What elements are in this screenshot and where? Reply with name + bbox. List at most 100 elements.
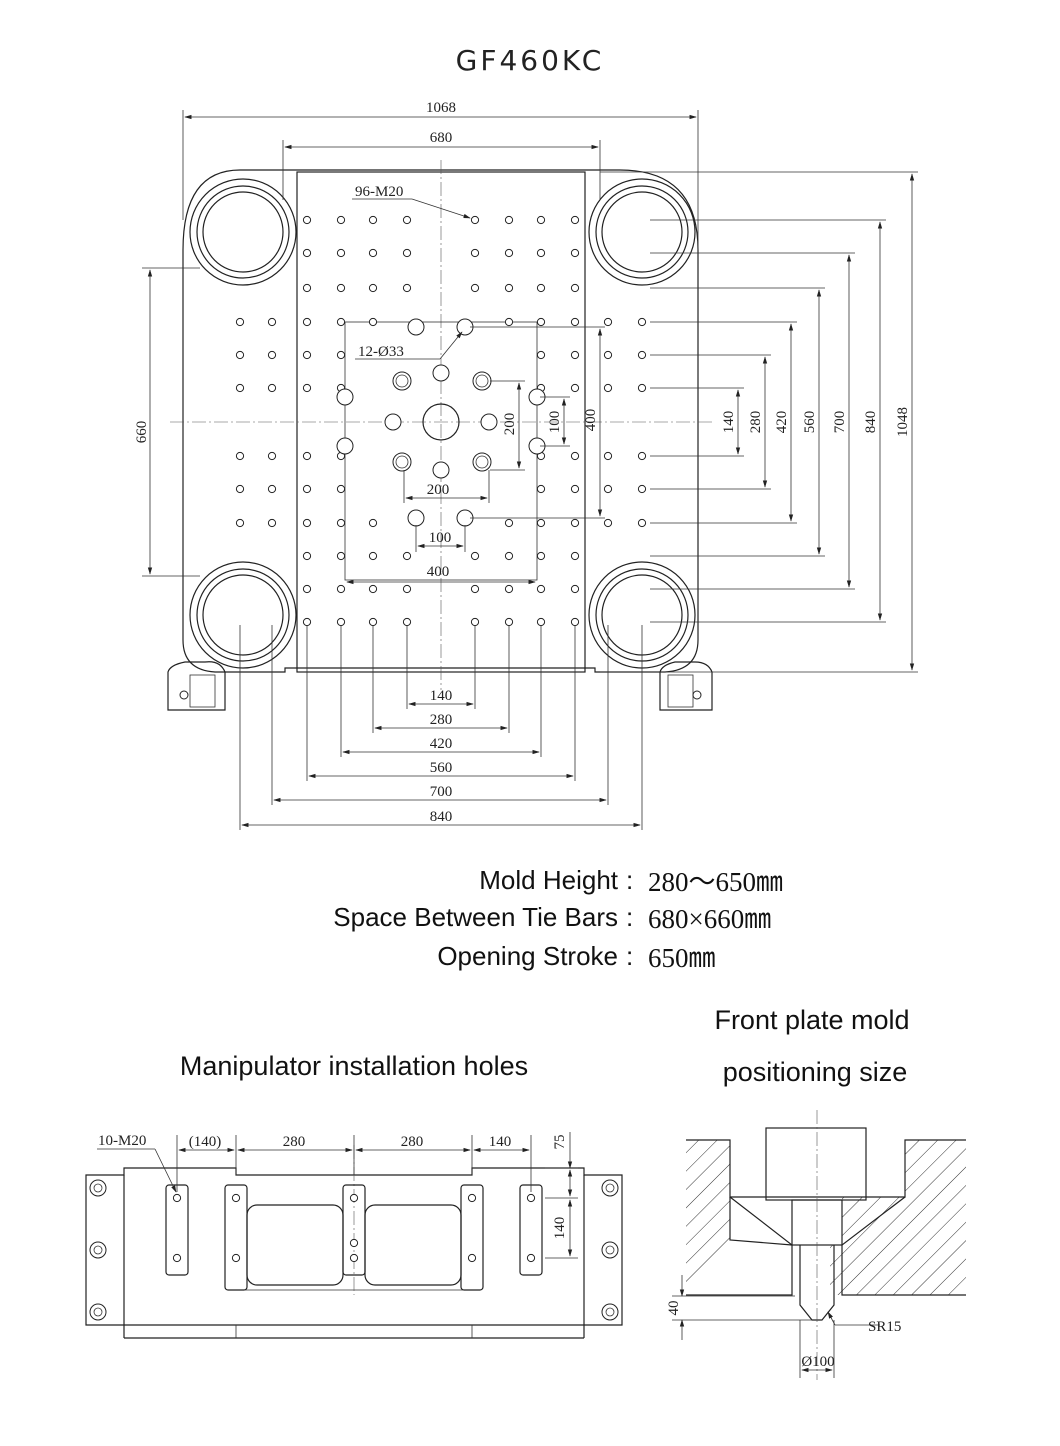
- front-dim-dia100: Ø100: [801, 1354, 834, 1370]
- thread-hole: [603, 383, 613, 393]
- thread-hole: [368, 584, 378, 594]
- thread-hole: [637, 383, 647, 393]
- dim-right-560: 560: [802, 411, 818, 434]
- thread-hole: [302, 248, 312, 258]
- thread-hole: [536, 617, 546, 627]
- thread-hole: [302, 451, 312, 461]
- thread-hole: [504, 518, 514, 528]
- dim-right-140: 140: [721, 411, 737, 434]
- dim-bottom-420: 420: [430, 736, 453, 752]
- manip-dim-140-ref: (140): [189, 1134, 222, 1150]
- thread-hole: [504, 317, 514, 327]
- thread-hole: [402, 283, 412, 293]
- front-plate-heading-2: positioning size: [723, 1057, 908, 1087]
- thread-hole: [368, 617, 378, 627]
- thread-hole: [368, 248, 378, 258]
- thread-hole: [470, 551, 480, 561]
- manip-dim-75: 75: [552, 1135, 568, 1150]
- thread-hole: [603, 518, 613, 528]
- dim-right-840: 840: [863, 411, 879, 434]
- thread-hole: [570, 317, 580, 327]
- thread-hole: [402, 215, 412, 225]
- thread-hole: [536, 584, 546, 594]
- manip-dim-140-v: 140: [552, 1217, 568, 1240]
- dim-center-h-200: 200: [427, 482, 450, 498]
- thread-hole: [235, 518, 245, 528]
- platen-outline: [182, 169, 699, 673]
- thread-hole: [536, 518, 546, 528]
- dim-overall-width: 1068: [426, 100, 456, 116]
- thread-hole: [368, 518, 378, 528]
- spec-stroke-value: 650㎜: [648, 943, 716, 973]
- thread-hole: [570, 484, 580, 494]
- thread-hole: [603, 484, 613, 494]
- thread-hole: [267, 350, 277, 360]
- thread-hole: [336, 617, 346, 627]
- thread-hole: [504, 617, 514, 627]
- thread-hole: [402, 617, 412, 627]
- thread-hole: [402, 248, 412, 258]
- thread-hole: [570, 248, 580, 258]
- manip-dim-280-a: 280: [283, 1134, 306, 1150]
- thread-hole: [470, 617, 480, 627]
- thread-hole: [536, 215, 546, 225]
- spec-mold-height-sep: :: [626, 865, 633, 895]
- thread-hole: [570, 350, 580, 360]
- thread-hole: [336, 248, 346, 258]
- thread-hole: [637, 317, 647, 327]
- thread-hole: [368, 551, 378, 561]
- thread-hole: [336, 518, 346, 528]
- thread-hole: [336, 283, 346, 293]
- dim-bottom-700: 700: [430, 784, 453, 800]
- spec-stroke-label: Opening Stroke: [437, 941, 618, 971]
- thread-hole: [504, 283, 514, 293]
- platen-drawing: 1068 680 96-M20 12-Ø33 660 1048840700560…: [134, 100, 918, 830]
- thread-hole: [536, 283, 546, 293]
- thread-hole: [504, 248, 514, 258]
- thread-hole: [603, 451, 613, 461]
- dim-center-v-100: 100: [547, 411, 563, 434]
- ejector-holes: [336, 318, 546, 527]
- spec-mold-height-label: Mold Height: [479, 865, 619, 895]
- thread-hole: [402, 584, 412, 594]
- thread-hole: [536, 551, 546, 561]
- thread-hole: [570, 551, 580, 561]
- thread-hole: [470, 584, 480, 594]
- thread-hole: [267, 484, 277, 494]
- thread-hole: [235, 317, 245, 327]
- thread-hole: [637, 350, 647, 360]
- dim-center-h-400: 400: [427, 564, 450, 580]
- thread-hole: [504, 584, 514, 594]
- dim-right-280: 280: [748, 411, 764, 434]
- dim-bottom-840: 840: [430, 809, 453, 825]
- thread-hole: [302, 317, 312, 327]
- thread-hole: [570, 451, 580, 461]
- thread-hole: [402, 551, 412, 561]
- manipulator-heading: Manipulator installation holes: [180, 1051, 528, 1081]
- thread-hole-grid: [235, 215, 647, 627]
- thread-hole: [603, 350, 613, 360]
- thread-hole: [235, 383, 245, 393]
- tie-bar-top-left: [189, 178, 297, 286]
- front-plate-heading-1: Front plate mold: [714, 1005, 909, 1035]
- thread-hole: [536, 350, 546, 360]
- spec-stroke-sep: :: [626, 941, 633, 971]
- front-dim-40: 40: [666, 1301, 682, 1316]
- thread-hole: [235, 484, 245, 494]
- thread-hole: [536, 484, 546, 494]
- thread-hole: [570, 518, 580, 528]
- front-plate-drawing: 40 SR15 Ø100: [666, 1110, 966, 1380]
- thread-hole: [504, 551, 514, 561]
- thread-hole: [336, 350, 346, 360]
- thread-hole: [302, 617, 312, 627]
- thread-hole: [504, 215, 514, 225]
- thread-hole: [302, 283, 312, 293]
- dim-right-420: 420: [774, 411, 790, 434]
- thread-hole: [302, 350, 312, 360]
- spec-list: Mold Height : 280～650㎜ Space Between Tie…: [333, 865, 783, 973]
- thread-hole: [267, 383, 277, 393]
- thread-hole: [302, 551, 312, 561]
- thread-hole: [336, 317, 346, 327]
- thread-hole: [570, 383, 580, 393]
